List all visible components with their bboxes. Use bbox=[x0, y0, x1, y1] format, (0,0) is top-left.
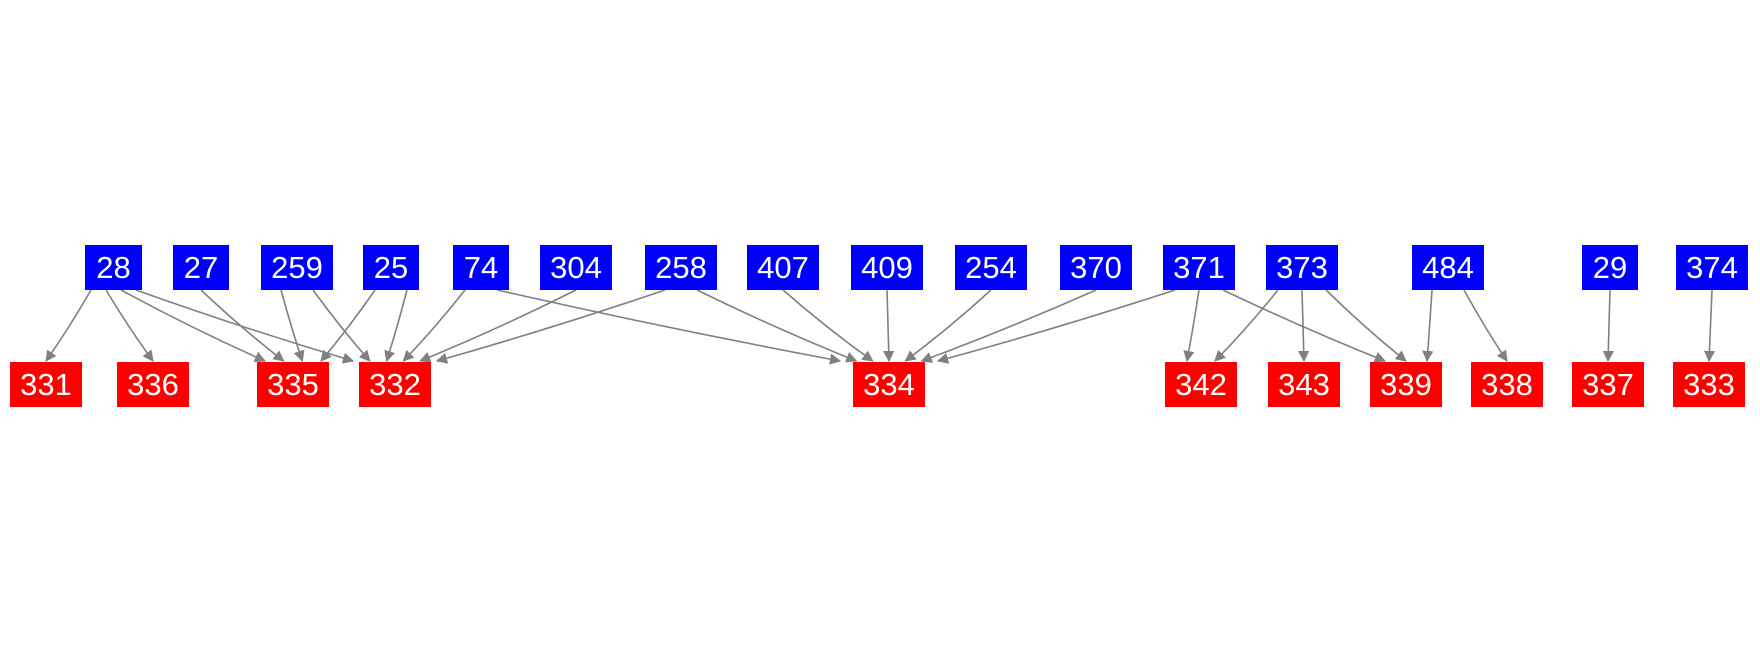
graph-node-342[interactable]: 342 bbox=[1165, 362, 1237, 407]
node-label: 74 bbox=[463, 250, 499, 285]
edge-258-to-332 bbox=[435, 289, 666, 364]
node-label: 259 bbox=[271, 250, 323, 285]
node-label: 333 bbox=[1683, 367, 1735, 402]
node-label: 332 bbox=[369, 367, 421, 402]
graph-node-373[interactable]: 373 bbox=[1266, 245, 1338, 290]
edge-29-to-337 bbox=[1602, 289, 1614, 363]
node-label: 254 bbox=[965, 250, 1017, 285]
edge-74-to-334 bbox=[496, 289, 842, 365]
node-label: 27 bbox=[183, 250, 219, 285]
graph-node-29[interactable]: 29 bbox=[1582, 245, 1638, 290]
edge-409-to-334 bbox=[883, 289, 895, 363]
graph-node-27[interactable]: 27 bbox=[173, 245, 229, 290]
edge-407-to-334 bbox=[782, 289, 874, 362]
graph-node-333[interactable]: 333 bbox=[1673, 362, 1745, 407]
graph-node-409[interactable]: 409 bbox=[851, 245, 923, 290]
graph-node-254[interactable]: 254 bbox=[955, 245, 1027, 290]
graph-node-335[interactable]: 335 bbox=[257, 362, 329, 407]
node-label: 337 bbox=[1582, 367, 1634, 402]
node-label: 331 bbox=[20, 367, 72, 402]
node-label: 342 bbox=[1175, 367, 1227, 402]
node-label: 374 bbox=[1686, 250, 1738, 285]
edge-28-to-331 bbox=[45, 289, 92, 362]
graph-node-374[interactable]: 374 bbox=[1676, 245, 1748, 290]
node-label: 29 bbox=[1592, 250, 1628, 285]
node-label: 484 bbox=[1422, 250, 1474, 285]
edge-74-to-332 bbox=[402, 289, 466, 362]
edge-25-to-335 bbox=[320, 289, 376, 362]
graph-node-334[interactable]: 334 bbox=[853, 362, 925, 407]
graph-node-28[interactable]: 28 bbox=[85, 245, 142, 290]
edge-373-to-339 bbox=[1325, 289, 1407, 362]
node-label: 336 bbox=[127, 367, 179, 402]
graph-node-371[interactable]: 371 bbox=[1163, 245, 1235, 290]
node-label: 304 bbox=[550, 250, 602, 285]
edge-373-to-342 bbox=[1214, 289, 1279, 362]
edge-25-to-332 bbox=[384, 289, 408, 363]
edge-371-to-339 bbox=[1222, 289, 1387, 363]
node-label: 407 bbox=[757, 250, 809, 285]
graph-node-338[interactable]: 338 bbox=[1471, 362, 1543, 407]
edge-304-to-332 bbox=[419, 289, 577, 363]
node-label: 409 bbox=[861, 250, 913, 285]
graph-node-25[interactable]: 25 bbox=[363, 245, 419, 290]
edge-28-to-336 bbox=[105, 289, 154, 362]
edge-484-to-338 bbox=[1463, 289, 1508, 362]
edge-371-to-334 bbox=[936, 289, 1176, 364]
graph-node-332[interactable]: 332 bbox=[359, 362, 431, 407]
graph-node-336[interactable]: 336 bbox=[117, 362, 189, 407]
graph-node-304[interactable]: 304 bbox=[540, 245, 612, 290]
node-label: 370 bbox=[1070, 250, 1122, 285]
edge-484-to-339 bbox=[1422, 289, 1434, 363]
node-label: 258 bbox=[655, 250, 707, 285]
edge-373-to-343 bbox=[1298, 289, 1310, 363]
graph-node-484[interactable]: 484 bbox=[1412, 245, 1484, 290]
graph-node-74[interactable]: 74 bbox=[453, 245, 509, 290]
edge-28-to-335 bbox=[120, 289, 267, 363]
graph-node-407[interactable]: 407 bbox=[747, 245, 819, 290]
edge-374-to-333 bbox=[1703, 289, 1716, 363]
node-label: 373 bbox=[1276, 250, 1328, 285]
node-label: 371 bbox=[1173, 250, 1225, 285]
edge-259-to-335 bbox=[280, 289, 305, 363]
graph-node-259[interactable]: 259 bbox=[261, 245, 333, 290]
graph-node-370[interactable]: 370 bbox=[1060, 245, 1132, 290]
graph-node-337[interactable]: 337 bbox=[1572, 362, 1644, 407]
edges-group bbox=[45, 289, 1716, 365]
graph-node-258[interactable]: 258 bbox=[645, 245, 717, 290]
edge-258-to-334 bbox=[696, 289, 858, 363]
node-label: 339 bbox=[1380, 367, 1432, 402]
node-label: 25 bbox=[373, 250, 409, 285]
node-label: 334 bbox=[863, 367, 915, 402]
node-label: 338 bbox=[1481, 367, 1533, 402]
node-label: 343 bbox=[1278, 367, 1330, 402]
edge-27-to-335 bbox=[200, 289, 285, 362]
edge-259-to-332 bbox=[312, 289, 371, 362]
node-label: 28 bbox=[96, 250, 131, 285]
edge-371-to-342 bbox=[1183, 289, 1200, 363]
graph-node-339[interactable]: 339 bbox=[1370, 362, 1442, 407]
graph-node-343[interactable]: 343 bbox=[1268, 362, 1340, 407]
graph-node-331[interactable]: 331 bbox=[10, 362, 82, 407]
node-label: 335 bbox=[267, 367, 319, 402]
edge-370-to-334 bbox=[920, 289, 1097, 363]
edge-254-to-334 bbox=[904, 289, 992, 362]
